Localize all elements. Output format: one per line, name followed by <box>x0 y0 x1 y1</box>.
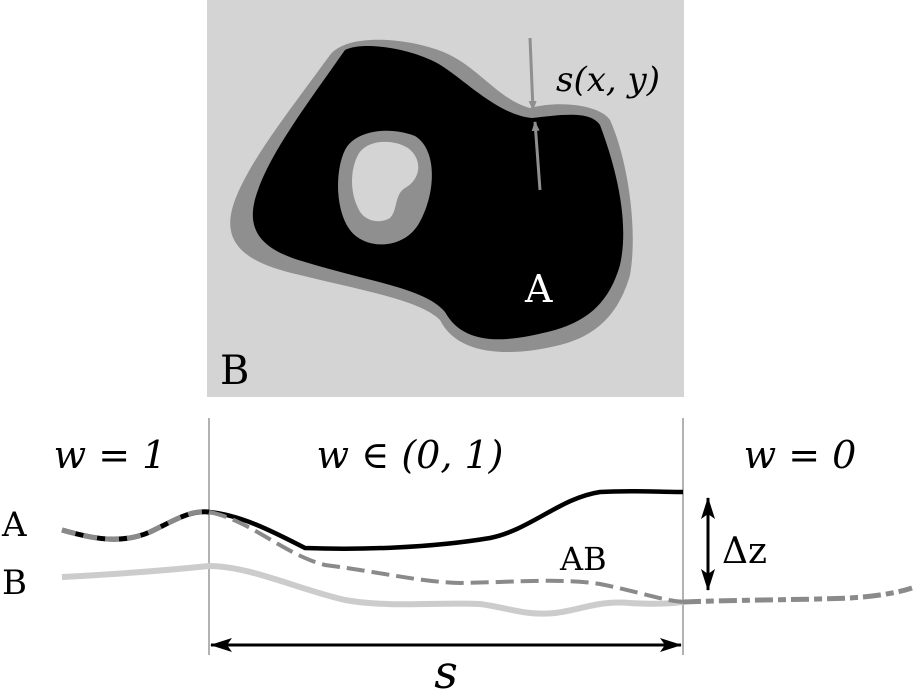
region-a-label: A <box>524 267 553 311</box>
curve-shared-left-dash <box>61 509 210 542</box>
region-left-label: w = 1 <box>54 433 167 477</box>
curve-b-label: B <box>2 563 27 603</box>
curve-b <box>61 562 684 617</box>
region-middle-label: w ∈ (0, 1) <box>317 433 504 477</box>
offset-arrow-up <box>531 121 542 191</box>
curve-shared-right <box>682 585 913 605</box>
offset-arrow-down <box>528 37 537 111</box>
width-label: s <box>434 645 458 691</box>
curve-a-label: A <box>1 505 27 545</box>
hole-region-b <box>352 141 419 222</box>
curve-ab-label: AB <box>559 540 607 578</box>
delta-label: Δz <box>722 531 767 572</box>
region-b-label: B <box>220 348 249 394</box>
curve-a <box>208 488 684 551</box>
region-a <box>252 46 624 340</box>
curve-ab <box>208 510 684 604</box>
offset-label: s(x, y) <box>556 60 660 100</box>
region-right-label: w = 0 <box>744 433 857 477</box>
